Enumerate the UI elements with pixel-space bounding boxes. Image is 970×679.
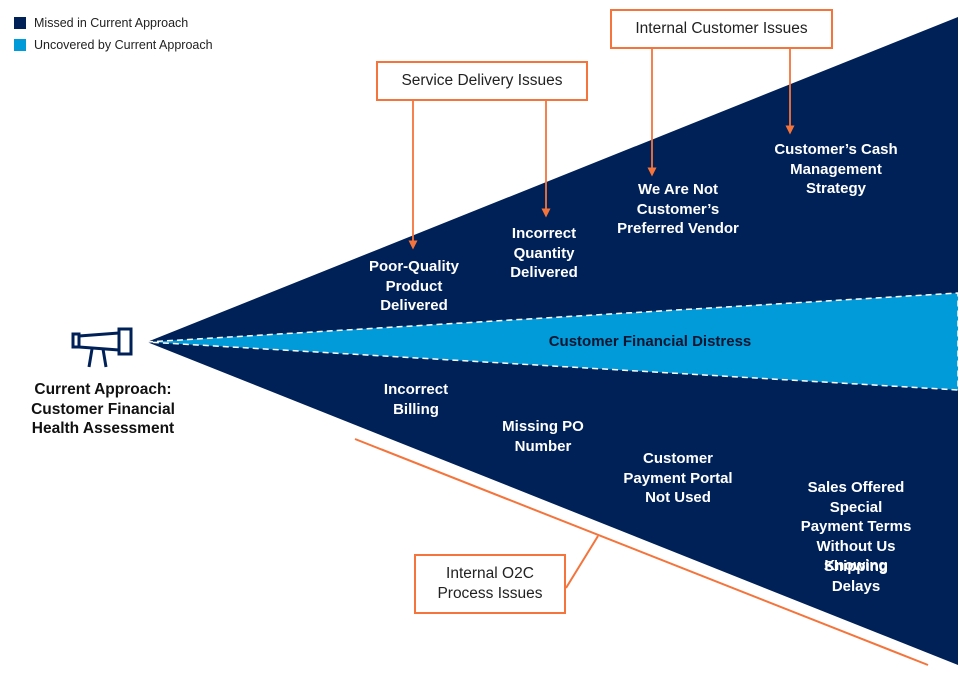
legend: Missed in Current Approach Uncovered by … (14, 12, 213, 56)
legend-swatch-uncovered (14, 39, 26, 51)
o2c-connector (565, 535, 599, 589)
center-label: Customer Financial Distress (548, 333, 752, 350)
legend-label: Uncovered by Current Approach (34, 38, 213, 52)
category-service-delivery: Service Delivery Issues (376, 61, 588, 101)
issue-not-preferred-vendor: We Are Not Customer’s Preferred Vendor (617, 181, 739, 237)
category-internal-o2c: Internal O2C Process Issues (414, 554, 566, 614)
uncovered-band (146, 292, 959, 391)
category-internal-customer: Internal Customer Issues (610, 9, 833, 49)
legend-label: Missed in Current Approach (34, 16, 189, 30)
issue-missing-po: Missing PO Number (502, 418, 584, 455)
issue-special-terms: Sales Offered Special Payment Terms With… (800, 479, 912, 574)
issue-cash-management: Customer’s Cash Management Strategy (774, 141, 898, 197)
issue-incorrect-billing: Incorrect Billing (383, 381, 449, 418)
approach-label: Current Approach: Customer Financial Hea… (31, 381, 175, 437)
legend-item-uncovered: Uncovered by Current Approach (14, 34, 213, 56)
issue-shipping-delays: Shipping Delays (823, 558, 889, 595)
legend-item-missed: Missed in Current Approach (14, 12, 213, 34)
issue-portal-not-used: Customer Payment Portal Not Used (623, 450, 733, 506)
telescope-icon (71, 327, 133, 368)
issue-poor-quality: Poor-Quality Product Delivered (368, 258, 460, 314)
o2c-bracket-line (354, 438, 929, 666)
issue-incorrect-quantity: Incorrect Quantity Delivered (510, 225, 578, 281)
legend-swatch-missed (14, 17, 26, 29)
